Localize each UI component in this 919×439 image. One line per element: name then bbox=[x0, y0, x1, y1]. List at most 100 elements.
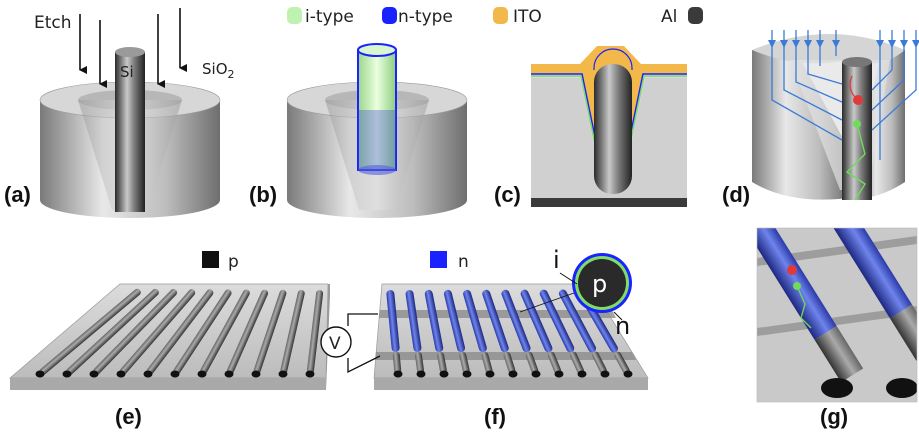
sio2-label: SiO2 bbox=[202, 60, 235, 81]
legend-ito: ITO bbox=[513, 7, 542, 27]
sio2-fill bbox=[531, 78, 687, 198]
coated-rod-top bbox=[357, 43, 397, 57]
nanowire-end bbox=[485, 370, 495, 378]
n-type-swatch bbox=[430, 251, 447, 268]
n-shell bbox=[424, 289, 444, 353]
p-nanowire-contact bbox=[525, 351, 539, 375]
cross-section-i-label: i bbox=[553, 246, 560, 274]
n-shell bbox=[443, 289, 466, 353]
n-shell bbox=[501, 289, 531, 353]
nanowire-rod bbox=[842, 62, 872, 200]
si-rod bbox=[115, 52, 145, 212]
pin-nanowire bbox=[405, 289, 422, 353]
p-type-swatch bbox=[202, 251, 219, 268]
p-nanowire bbox=[226, 289, 269, 375]
hole-carrier-icon bbox=[787, 265, 797, 275]
p-nanowire-contact bbox=[459, 351, 470, 375]
pin-nanowire bbox=[539, 289, 575, 353]
coated-rod-lower bbox=[358, 110, 396, 170]
i-pointer bbox=[559, 272, 578, 285]
legend-i-type: i-type bbox=[305, 7, 354, 27]
n-pointer bbox=[613, 311, 623, 321]
p-nanowire bbox=[173, 289, 232, 375]
panel-a: Etch Si SiO2 (a) bbox=[4, 8, 235, 218]
legend-n: n bbox=[458, 252, 469, 272]
n-shell bbox=[558, 289, 597, 353]
pin-nanowire-array bbox=[386, 289, 633, 378]
nanowire-end bbox=[224, 370, 234, 378]
coated-rod-bottom bbox=[358, 165, 396, 175]
panel-c: (c) bbox=[494, 46, 687, 207]
circuit-wire bbox=[347, 355, 381, 374]
p-nanowire bbox=[253, 289, 287, 375]
legend-p: p bbox=[228, 252, 239, 272]
al-contact bbox=[531, 198, 687, 207]
i-type-swatch bbox=[287, 7, 302, 24]
nanowire-end bbox=[531, 370, 541, 378]
panel-label-a: (a) bbox=[4, 182, 31, 207]
zoom-contact-strip-top bbox=[757, 236, 917, 266]
circuit-wire bbox=[347, 313, 378, 326]
electron-path bbox=[796, 285, 812, 329]
light-ray bbox=[871, 30, 917, 131]
nanowire-end bbox=[116, 370, 126, 378]
p-nanowire bbox=[92, 289, 178, 375]
voltmeter-icon bbox=[320, 326, 352, 358]
panel-label-b: (b) bbox=[249, 182, 277, 207]
substrate-front bbox=[374, 378, 648, 390]
coated-rod bbox=[357, 49, 397, 171]
nanowire-end bbox=[439, 370, 449, 378]
p-nanowire bbox=[146, 289, 214, 375]
light-ray-arrowheads bbox=[768, 40, 919, 48]
etch-label: Etch bbox=[34, 13, 72, 33]
p-nanowire-contact bbox=[437, 351, 447, 375]
p-nanowire-contact bbox=[569, 351, 585, 375]
cross-section-p-label: p bbox=[592, 270, 607, 298]
zoom-frame bbox=[756, 227, 918, 403]
panel-f: n V p i n (f) bbox=[320, 246, 649, 429]
nanowire-end bbox=[577, 370, 587, 378]
n-shell bbox=[386, 289, 400, 353]
panel-b: (b) bbox=[249, 43, 468, 218]
p-nanowire bbox=[200, 289, 250, 375]
nanowire-end bbox=[393, 370, 403, 378]
zoom-inset bbox=[757, 228, 917, 402]
nanowire-end bbox=[62, 370, 72, 378]
panel-g: (g) bbox=[756, 227, 918, 429]
nanowire-end bbox=[462, 370, 472, 378]
nanowire-end bbox=[508, 370, 518, 378]
cross-section-n-label: n bbox=[615, 312, 630, 340]
nanowire-end bbox=[143, 370, 153, 378]
nanowire-end bbox=[35, 370, 45, 378]
n-type-swatch bbox=[382, 7, 397, 24]
panel-e: p (e) bbox=[9, 251, 330, 429]
p-nanowire-contact bbox=[392, 351, 402, 375]
material-legend: i-type n-type ITO Al bbox=[287, 7, 703, 27]
legend-n-type: n-type bbox=[398, 7, 453, 27]
rod-shell bbox=[593, 48, 633, 70]
n-shell bbox=[539, 289, 575, 353]
nanowire-end bbox=[251, 370, 261, 378]
n-shell bbox=[463, 289, 487, 353]
nanowire-end bbox=[554, 370, 564, 378]
panel-label-d: (d) bbox=[722, 182, 750, 207]
zoom-rod bbox=[810, 228, 917, 361]
pin-nanowire bbox=[558, 289, 597, 353]
p-nanowire bbox=[66, 288, 159, 376]
nanowire-end bbox=[89, 370, 99, 378]
nanowire-end bbox=[278, 370, 288, 378]
light-ray bbox=[771, 30, 843, 141]
panel-d: (d) bbox=[722, 30, 919, 207]
zoom-contact-strip-bottom bbox=[757, 306, 917, 336]
pin-nanowire bbox=[443, 289, 466, 353]
p-nanowire-contact bbox=[547, 351, 562, 375]
nanowire-end bbox=[305, 370, 315, 378]
p-nanowire-contact bbox=[414, 351, 425, 375]
pin-nanowire bbox=[520, 289, 553, 353]
cut-block-top bbox=[752, 34, 905, 64]
cross-section-p-core bbox=[578, 259, 626, 307]
p-nanowire-contact bbox=[503, 351, 516, 375]
n-shell bbox=[405, 289, 422, 353]
p-nanowire bbox=[119, 289, 196, 375]
